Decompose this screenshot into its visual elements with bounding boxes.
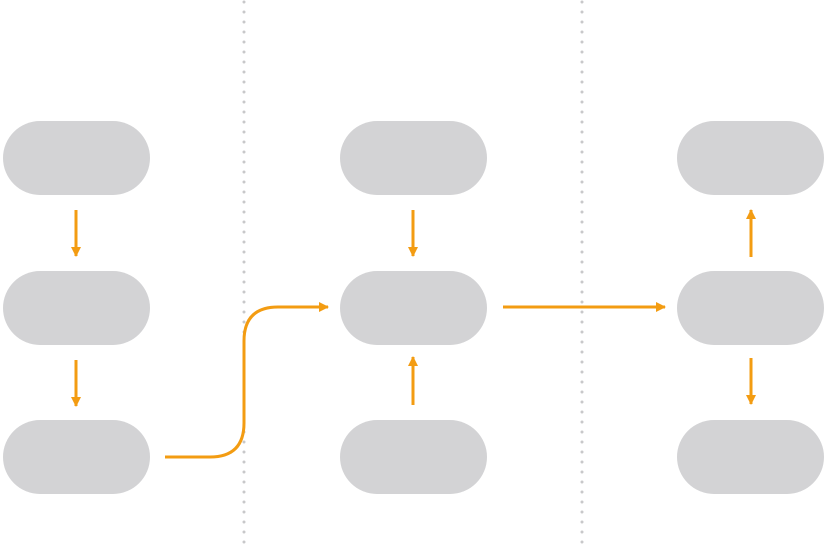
arrow-c1-bottom-to-c2-mid [165,302,329,459]
node-layer [3,121,824,494]
node-c3-top [677,121,824,195]
node-c2-top [340,121,487,195]
node-c2-bottom [340,420,487,494]
node-c2-mid [340,271,487,345]
node-c3-mid [677,271,824,345]
arrow-layer [71,209,756,459]
node-c1-bottom [3,420,150,494]
node-c1-mid [3,271,150,345]
node-c1-top [3,121,150,195]
node-c3-bottom [677,420,824,494]
